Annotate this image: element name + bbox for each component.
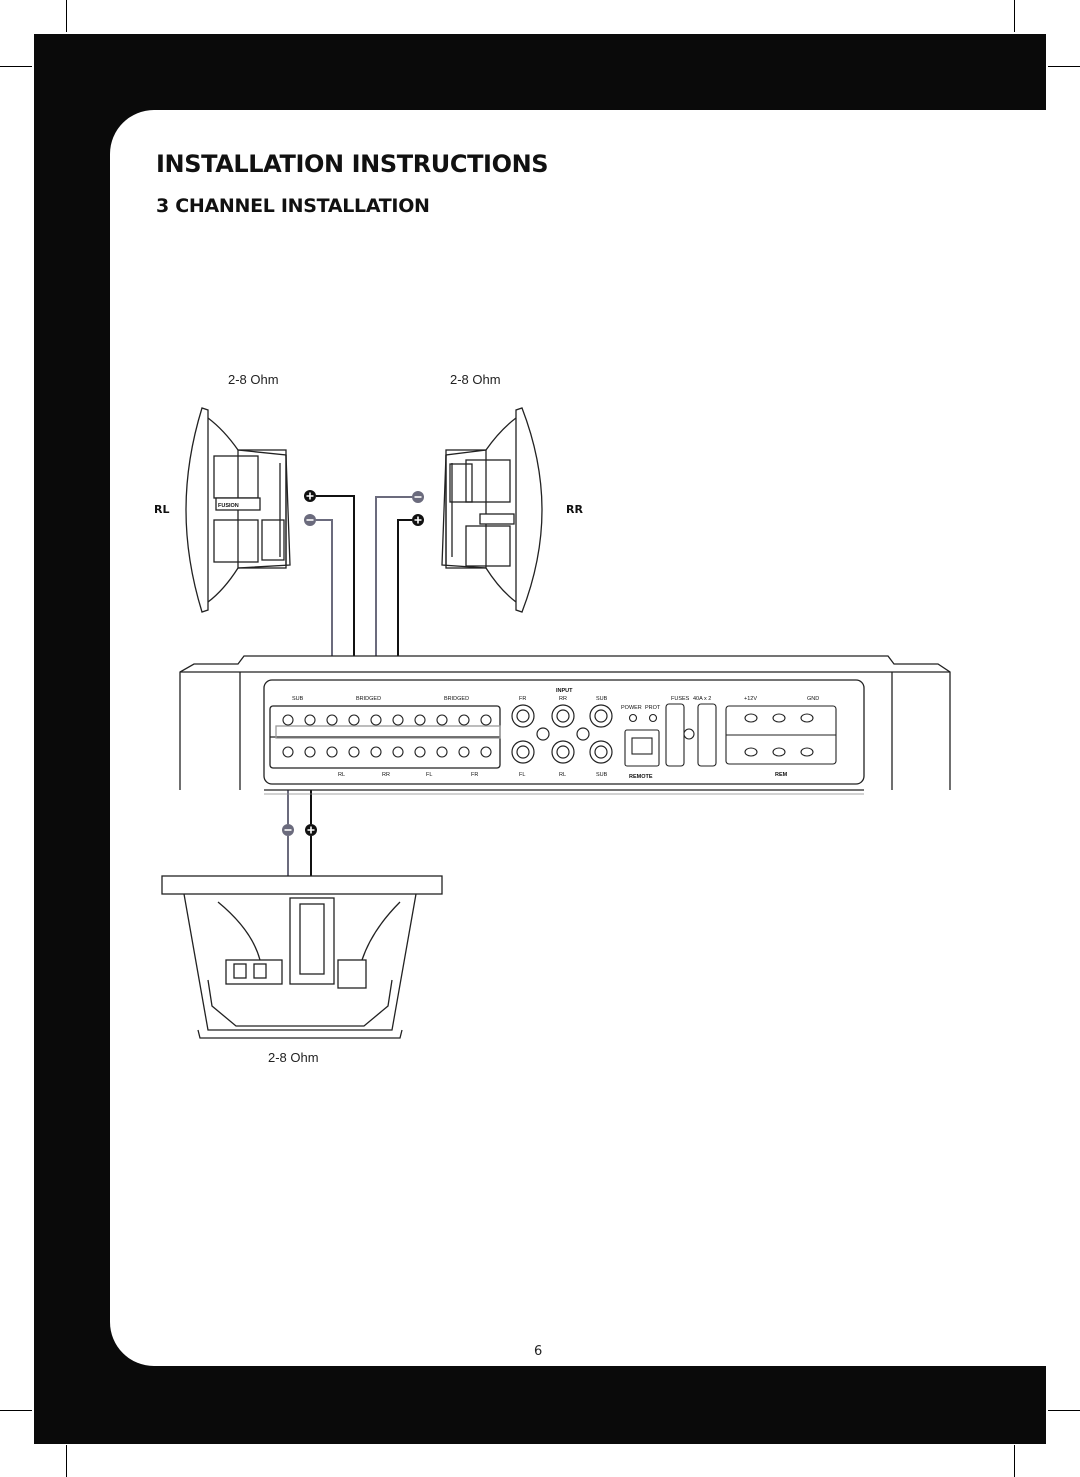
impedance-label-right: 2-8 Ohm xyxy=(450,372,501,387)
subwoofer xyxy=(161,875,443,1039)
amp-label-remote: REMOTE xyxy=(629,774,653,780)
amp-label-12v: +12V xyxy=(744,696,757,702)
speaker-rear-right xyxy=(441,407,543,613)
amp-label-fr-out: FR xyxy=(471,772,478,778)
page-number: 6 xyxy=(534,1344,543,1359)
page-title: INSTALLATION INSTRUCTIONS xyxy=(156,150,549,178)
impedance-label-sub: 2-8 Ohm xyxy=(268,1050,319,1065)
amp-label-prot: PROT xyxy=(645,705,661,711)
amp-label-rl: RL xyxy=(338,772,345,778)
amp-controls xyxy=(624,703,837,767)
amp-label-rl-rca: RL xyxy=(559,772,566,778)
amp-label-fuse-rating: 40A x 2 xyxy=(693,696,711,702)
crop-mark xyxy=(66,1445,67,1477)
crop-mark xyxy=(0,1410,32,1411)
speaker-wires xyxy=(287,495,412,880)
crop-mark xyxy=(1014,0,1015,32)
amp-label-power: POWER xyxy=(621,705,642,711)
amp-label-rr: RR xyxy=(559,696,567,702)
amp-label-sub: SUB xyxy=(292,696,304,702)
crop-mark xyxy=(66,0,67,32)
rca-inputs xyxy=(511,704,613,764)
crop-mark xyxy=(1014,1445,1015,1477)
amp-label-rem: REM xyxy=(775,772,788,778)
crop-mark xyxy=(1048,1410,1080,1411)
amp-label-fl-rca: FL xyxy=(519,772,525,778)
crop-mark xyxy=(1048,66,1080,67)
impedance-label-left: 2-8 Ohm xyxy=(228,372,279,387)
brand-mark: FUSION xyxy=(218,503,239,509)
speaker-label-rl: RL xyxy=(154,503,169,516)
amp-label-sub-rca: SUB xyxy=(596,696,608,702)
amp-label-fuses: FUSES xyxy=(671,696,690,702)
speaker-label-rr: RR xyxy=(566,503,583,516)
speaker-terminal-block xyxy=(282,714,492,758)
amp-label-gnd: GND xyxy=(807,696,819,702)
amp-label-fr: FR xyxy=(519,696,526,702)
terminal-symbols xyxy=(282,490,424,836)
speaker-rear-left xyxy=(185,407,291,613)
amp-label-input: INPUT xyxy=(556,688,573,694)
amp-label-rr-out: RR xyxy=(382,772,390,778)
section-subtitle: 3 CHANNEL INSTALLATION xyxy=(156,195,430,217)
amp-label-bridged-2: BRIDGED xyxy=(444,696,469,702)
crop-mark xyxy=(0,66,32,67)
amp-label-bridged-1: BRIDGED xyxy=(356,696,381,702)
amp-label-fl: FL xyxy=(426,772,432,778)
amp-label-sub-rca-bottom: SUB xyxy=(596,772,608,778)
